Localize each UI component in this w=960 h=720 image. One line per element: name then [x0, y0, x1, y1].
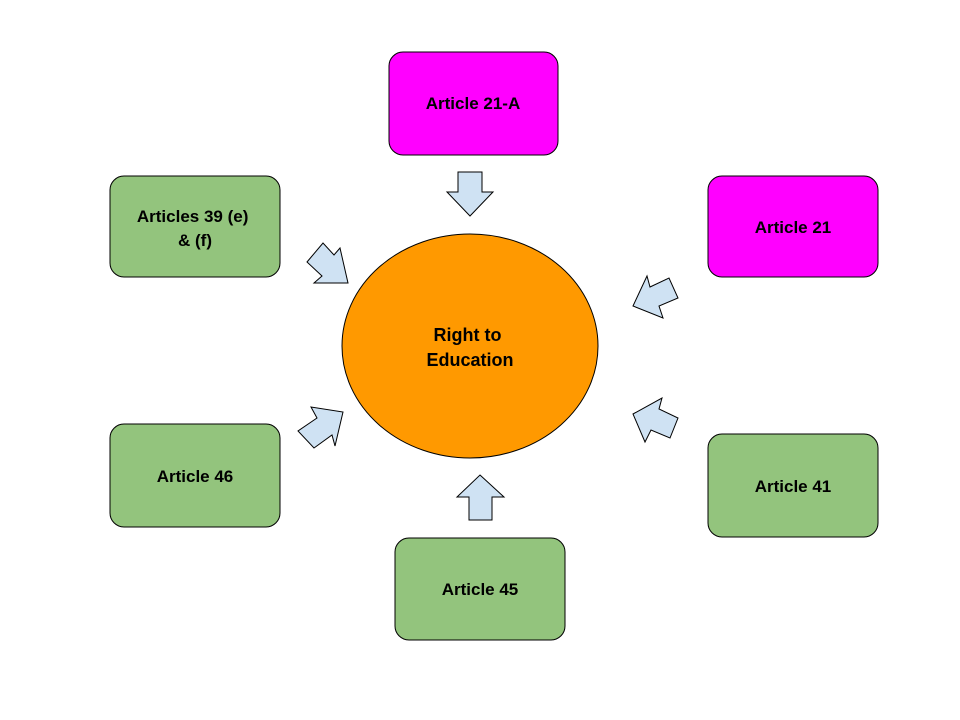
arrow-up-icon — [455, 474, 506, 521]
node-article-21-box — [707, 175, 879, 278]
node-article-46-box — [109, 423, 281, 528]
node-article-45-label-line-1: Article 45 — [442, 580, 519, 599]
node-article-21-label: Article 21 — [755, 218, 832, 237]
node-article-21a-label-line-1: Article 21-A — [426, 94, 520, 113]
node-article-21a[interactable]: Article 21-A — [388, 51, 559, 156]
node-articles-39ef[interactable]: Articles 39 (e) & (f) — [109, 175, 281, 278]
node-article-41-label: Article 41 — [755, 477, 832, 496]
node-article-45-label: Article 45 — [442, 580, 519, 599]
node-articles-39ef-label: Articles 39 (e) & (f) — [137, 207, 253, 250]
arrow-down-icon — [445, 171, 495, 217]
arrow-down-right-icon — [306, 242, 349, 284]
node-articles-39ef-label-line-1: Articles 39 (e) — [137, 207, 249, 226]
center-ellipse — [341, 233, 599, 459]
center-label-line-1: Right to — [434, 325, 502, 345]
arrow-down-left-icon — [632, 274, 679, 319]
arrow-up-right-icon — [297, 406, 344, 449]
node-article-21-label-line-1: Article 21 — [755, 218, 832, 237]
node-article-41-box — [707, 433, 879, 538]
node-article-21a-box — [388, 51, 559, 156]
node-article-41-label-line-1: Article 41 — [755, 477, 832, 496]
node-article-41[interactable]: Article 41 — [707, 433, 879, 538]
node-articles-39ef-label-line-2: & (f) — [178, 231, 212, 250]
node-article-45[interactable]: Article 45 — [394, 537, 566, 641]
node-article-46-label-line-1: Article 46 — [157, 467, 234, 486]
node-article-21[interactable]: Article 21 — [707, 175, 879, 278]
node-articles-39ef-box — [109, 175, 281, 278]
center-node[interactable]: Right to Education — [341, 233, 599, 459]
node-article-21a-label: Article 21-A — [426, 94, 520, 113]
node-article-46-label: Article 46 — [157, 467, 234, 486]
node-article-45-box — [394, 537, 566, 641]
center-label-line-2: Education — [426, 350, 513, 370]
arrow-up-left-icon — [632, 396, 679, 444]
center-label: Right to Education — [426, 325, 513, 370]
node-article-46[interactable]: Article 46 — [109, 423, 281, 528]
